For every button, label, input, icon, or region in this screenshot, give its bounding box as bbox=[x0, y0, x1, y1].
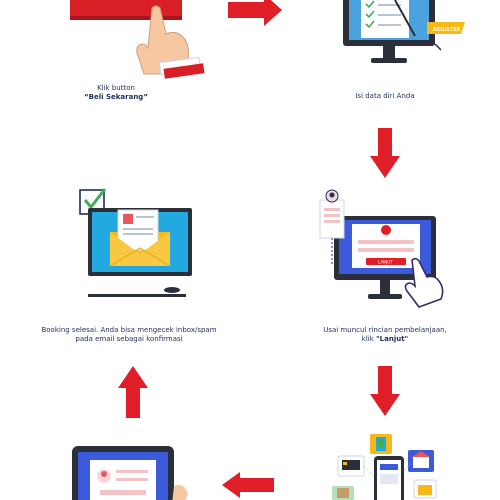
pointing-hand-icon bbox=[136, 5, 205, 79]
step4-caption-line1: Booking selesai. Anda bisa mengecek inbo… bbox=[41, 326, 217, 334]
arrow-left-icon bbox=[222, 472, 274, 498]
shop-bubble-icon bbox=[413, 479, 437, 499]
step4-caption-line2: pada email sebagai konfirmasi bbox=[75, 335, 183, 343]
step1-caption: Klik button “Beli Sekarang” bbox=[64, 84, 168, 102]
step1-caption-line1: Klik button bbox=[97, 84, 135, 92]
box-bubble-icon bbox=[332, 486, 354, 500]
bank-bubble-icon bbox=[408, 450, 434, 472]
arrow-right-icon bbox=[228, 0, 282, 26]
pointing-hand-icon bbox=[404, 257, 444, 308]
arrow-down-icon bbox=[370, 128, 400, 178]
click-button-illustration bbox=[70, 0, 205, 79]
step1-caption-bold: “Beli Sekarang” bbox=[84, 93, 148, 101]
fill-form-illustration: REGISTER bbox=[343, 0, 465, 63]
step3-caption-prefix: klik bbox=[361, 335, 377, 343]
step4-caption: Booking selesai. Anda bisa mengecek inbo… bbox=[36, 326, 222, 344]
register-badge-text: REGISTER bbox=[433, 27, 461, 33]
arrow-down-icon bbox=[370, 366, 400, 416]
tablet-illustration bbox=[72, 446, 188, 500]
purchase-details-illustration: LANJUT bbox=[319, 189, 444, 308]
envelope-icon bbox=[109, 209, 171, 267]
phone-bubble-icon bbox=[370, 434, 392, 454]
step2-caption-text: Isi data diri Anda bbox=[355, 92, 415, 100]
card-bubble-icon bbox=[337, 455, 365, 477]
step2-caption: Isi data diri Anda bbox=[330, 92, 440, 101]
step3-caption: Usai muncul rincian pembelanjaan, klik "… bbox=[300, 326, 470, 344]
mobile-banking-illustration bbox=[332, 434, 437, 500]
step3-caption-bold: "Lanjut" bbox=[376, 335, 409, 343]
booking-complete-illustration bbox=[79, 188, 192, 297]
arrow-up-icon bbox=[118, 366, 148, 418]
step3-caption-line1: Usai muncul rincian pembelanjaan, bbox=[323, 326, 447, 334]
next-button-text: LANJUT bbox=[378, 260, 393, 265]
